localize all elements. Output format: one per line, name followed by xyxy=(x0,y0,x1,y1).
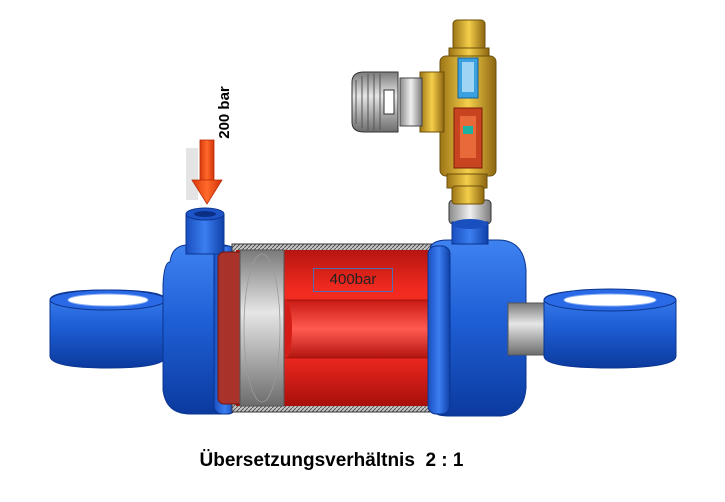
valve-connection xyxy=(448,199,492,245)
chamber-pressure-label: 400bar xyxy=(313,268,393,292)
right-cylinder-cap xyxy=(427,239,527,417)
intensifier-valve xyxy=(351,19,497,205)
pressure-arrow xyxy=(186,139,223,205)
right-mounting-eye xyxy=(543,288,677,369)
inlet-port xyxy=(185,207,225,255)
ratio-caption: Übersetzungsverhältnis 2 : 1 xyxy=(199,450,464,471)
piston xyxy=(217,249,285,407)
input-pressure-label: 200 bar xyxy=(215,86,233,139)
left-mounting-eye xyxy=(49,289,167,369)
